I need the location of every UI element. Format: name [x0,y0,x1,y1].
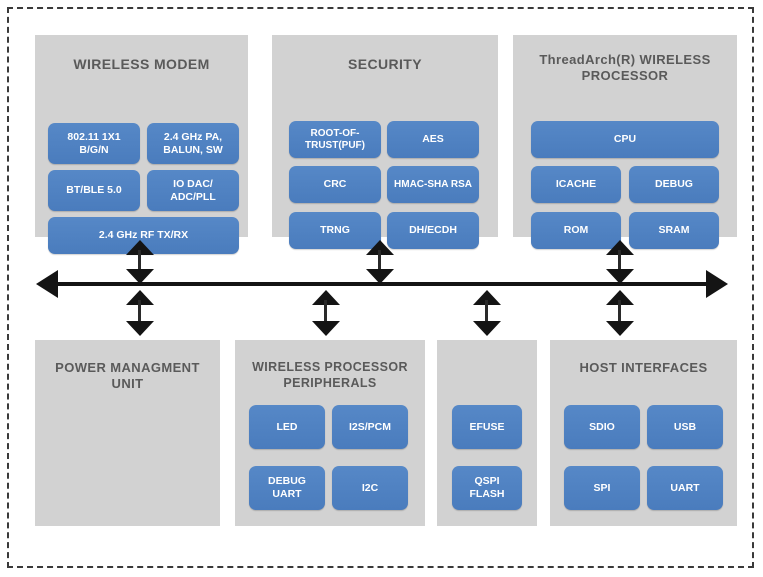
block-sdio[interactable]: SDIO [564,405,640,449]
block-led[interactable]: LED [249,405,325,449]
bus-arrowhead-left-icon [36,270,58,298]
block-802-11-1x1-bgn[interactable]: 802.11 1X1 B/G/N [48,123,140,164]
arrowhead-down-icon [312,321,340,336]
block-efuse[interactable]: EFUSE [452,405,522,449]
arrowhead-down-icon [366,269,394,284]
panel-wireless-modem: WIRELESS MODEM 802.11 1X1 B/G/N 2.4 GHz … [35,35,248,254]
arrowhead-up-icon [312,290,340,305]
connector-bus-to-power-managment-unit [125,290,155,336]
block-crc[interactable]: CRC [289,166,381,203]
connector-bus-to-wireless-processor-peripherals [311,290,341,336]
block-bt-ble-50[interactable]: BT/BLE 5.0 [48,170,140,211]
block-i2s-pcm[interactable]: I2S/PCM [332,405,408,449]
connector-bus-to-threadarch-wireless-processor [605,240,635,284]
connector-bus-to-security [365,240,395,284]
panel-title-wireless-modem: WIRELESS MODEM [73,56,210,72]
panel-title-threadarch-wireless-processor: ThreadArch(R) WIRELESS PROCESSOR [539,52,711,84]
panel-title-host-interfaces: HOST INTERFACES [579,360,708,375]
arrowhead-down-icon [606,269,634,284]
arrowhead-up-icon [126,240,154,255]
arrowhead-up-icon [606,290,634,305]
block-trng[interactable]: TRNG [289,212,381,249]
block-usb[interactable]: USB [647,405,723,449]
block-debug-uart[interactable]: DEBUG UART [249,466,325,510]
bus-arrowhead-right-icon [706,270,728,298]
arrowhead-up-icon [366,240,394,255]
arrowhead-up-icon [126,290,154,305]
arrowhead-down-icon [473,321,501,336]
block-io-dac-adc-pll[interactable]: IO DAC/ ADC/PLL [147,170,239,211]
panel-title-security: SECURITY [348,56,422,72]
connector-bus-to-memory-interfaces [472,290,502,336]
arrowhead-down-icon [126,321,154,336]
panel-threadarch-wireless-processor: ThreadArch(R) WIRELESS PROCESSOR CPU ICA… [513,35,737,249]
panel-title-wireless-processor-peripherals: WIRELESS PROCESSOR PERIPHERALS [252,360,408,390]
block-hmac-sha-rsa[interactable]: HMAC-SHA RSA [387,166,479,203]
block-icache[interactable]: ICACHE [531,166,621,203]
connector-bus-to-host-interfaces [605,290,635,336]
block-i2c[interactable]: I2C [332,466,408,510]
system-bus-line [55,282,710,286]
block-cpu[interactable]: CPU [531,121,719,158]
block-rom[interactable]: ROM [531,212,621,249]
block-root-of-trust-puf[interactable]: ROOT-OF-TRUST(PUF) [289,121,381,158]
block-aes[interactable]: AES [387,121,479,158]
panel-power-managment-unit: POWER MANAGMENT UNIT DC-DC LDOs SLEEP MA… [35,340,220,526]
arrowhead-up-icon [473,290,501,305]
block-dh-ecdh[interactable]: DH/ECDH [387,212,479,249]
block-sram[interactable]: SRAM [629,212,719,249]
block-debug[interactable]: DEBUG [629,166,719,203]
block-spi[interactable]: SPI [564,466,640,510]
block-qspi-flash[interactable]: QSPI FLASH [452,466,522,510]
arrowhead-down-icon [126,269,154,284]
arrowhead-up-icon [606,240,634,255]
block-24ghz-pa-balun-sw[interactable]: 2.4 GHz PA, BALUN, SW [147,123,239,164]
connector-bus-to-wireless-modem [125,240,155,284]
panel-security: SECURITY ROOT-OF-TRUST(PUF) AES CRC HMAC… [272,35,498,249]
block-uart[interactable]: UART [647,466,723,510]
panel-title-power-managment-unit: POWER MANAGMENT UNIT [55,360,200,392]
arrowhead-down-icon [606,321,634,336]
